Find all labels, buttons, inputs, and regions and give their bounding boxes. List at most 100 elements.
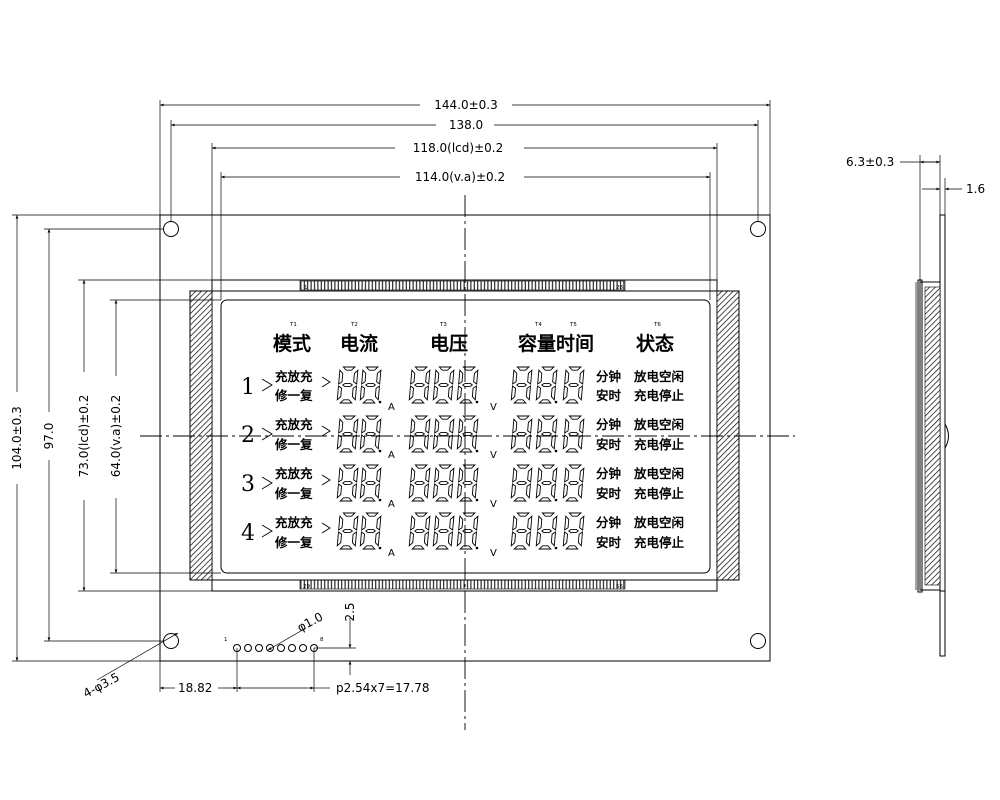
pin-label-28: 28 <box>616 285 623 291</box>
bezel-outline <box>189 290 740 581</box>
segment-digit <box>336 512 359 550</box>
header-pin-icon <box>244 644 252 652</box>
mode-arrow-icon <box>261 427 273 441</box>
side-view: 6.3±0.3 1.6 <box>846 155 985 657</box>
tag-t4: T4 <box>534 322 542 328</box>
tag-t2: T2 <box>350 322 358 328</box>
header-pin-icon <box>288 644 296 652</box>
unit-a: A <box>388 450 395 461</box>
segment-digit <box>510 464 533 502</box>
pin-label-29: 29 <box>303 584 310 590</box>
dim-hole-spacing-y: 97.0 <box>42 423 56 450</box>
mounting-hole <box>163 633 179 649</box>
label-ah: 安时 <box>596 388 622 403</box>
viewing-area <box>220 299 711 574</box>
dim-outer-width: 144.0±0.3 <box>434 98 498 112</box>
label-repair: 修一复 <box>274 486 313 501</box>
dim-outer-height: 104.0±0.3 <box>10 406 24 470</box>
segment-digit <box>359 415 382 453</box>
label-discharge-idle: 放电空闲 <box>633 369 684 384</box>
label-charge-discharge: 充放充 <box>275 466 313 481</box>
current-arrow-icon <box>321 425 331 437</box>
dim-lcd-width: 118.0(lcd)±0.2 <box>413 141 503 155</box>
segment-digit <box>336 415 359 453</box>
segment-digit <box>535 512 558 550</box>
label-discharge-idle: 放电空闲 <box>633 515 684 530</box>
segment-digit <box>562 366 585 404</box>
segment-digit <box>562 415 585 453</box>
mode-arrow-icon <box>261 524 273 538</box>
label-ah: 安时 <box>596 535 622 550</box>
tag-t3: T3 <box>439 322 447 328</box>
segment-digits <box>261 366 585 550</box>
row-number: 4 <box>241 521 255 546</box>
label-minute: 分钟 <box>596 417 621 432</box>
row-number: 2 <box>241 423 255 448</box>
label-charge-stop: 充电停止 <box>634 486 685 501</box>
front-view: 1 28 29 56 模式 电流 电压 容量时间 状态 T1 T2 T3 T4 … <box>140 195 795 730</box>
header-pin-1-label: 1 <box>224 637 228 643</box>
label-discharge-idle: 放电空闲 <box>633 466 684 481</box>
mounting-hole <box>750 633 766 649</box>
segment-digit <box>510 415 533 453</box>
pin-header <box>233 644 318 652</box>
header-capacity-time: 容量时间 <box>518 332 594 355</box>
header-mode: 模式 <box>273 332 311 355</box>
mounting-hole <box>750 221 766 237</box>
current-arrow-icon <box>321 376 331 388</box>
row-1: 1 充放充 修一复 A V 分钟 安时 放电空闲 充电停止 <box>241 369 685 413</box>
pin-label-56: 56 <box>616 584 623 590</box>
dim-lcd-height: 73.0(lcd)±0.2 <box>77 395 91 478</box>
side-pin <box>939 590 946 657</box>
dim-pin-left: 18.82 <box>178 681 212 695</box>
label-repair: 修一复 <box>274 437 313 452</box>
current-arrow-icon <box>321 474 331 486</box>
tag-t5: T5 <box>569 322 577 328</box>
unit-a: A <box>388 402 395 413</box>
segment-digit <box>562 512 585 550</box>
header-pin-icon <box>277 644 285 652</box>
pin-label-1: 1 <box>304 285 308 291</box>
row-4: 4 充放充 修一复 A V 分钟 安时 放电空闲 充电停止 <box>241 515 685 559</box>
segment-digit <box>432 366 455 404</box>
mode-arrow-icon <box>261 378 273 392</box>
label-minute: 分钟 <box>596 515 621 530</box>
unit-a: A <box>388 499 395 510</box>
segment-digit <box>535 464 558 502</box>
row-2: 2 充放充 修一复 A V 分钟 安时 放电空闲 充电停止 <box>241 417 685 461</box>
label-charge-discharge: 充放充 <box>275 515 313 530</box>
header-pin-icon <box>255 644 263 652</box>
header-current: 电流 <box>340 332 378 355</box>
row-number: 1 <box>241 375 255 400</box>
mounting-hole <box>163 221 179 237</box>
segment-digit <box>359 464 382 502</box>
label-minute: 分钟 <box>596 466 621 481</box>
header-pin-icon <box>299 644 307 652</box>
label-charge-stop: 充电停止 <box>634 535 685 550</box>
label-ah: 安时 <box>596 486 622 501</box>
dim-pin-diameter: φ1.0 <box>295 610 325 635</box>
header-pin-icon <box>266 644 274 652</box>
label-charge-stop: 充电停止 <box>634 437 685 452</box>
side-pcb <box>939 214 946 657</box>
segment-digit <box>456 415 479 453</box>
tag-t6: T6 <box>653 322 661 328</box>
segment-digit <box>510 512 533 550</box>
header-status: 状态 <box>636 332 674 355</box>
dim-thickness: 6.3±0.3 <box>846 155 894 169</box>
label-charge-discharge: 充放充 <box>275 369 313 384</box>
segment-digit <box>359 512 382 550</box>
segment-digit <box>432 512 455 550</box>
segment-digit <box>408 415 431 453</box>
side-glass <box>917 279 923 593</box>
side-hatch <box>924 286 941 586</box>
label-charge-stop: 充电停止 <box>634 388 685 403</box>
segment-digit <box>408 464 431 502</box>
leader-line <box>267 627 307 651</box>
segment-digit <box>336 366 359 404</box>
side-bump <box>944 423 949 449</box>
connector-strip-top <box>299 280 626 291</box>
tag-t1: T1 <box>289 322 297 328</box>
header-pin-8-label: 8 <box>320 637 324 643</box>
dim-pin-pitch: p2.54x7=17.78 <box>336 681 429 695</box>
